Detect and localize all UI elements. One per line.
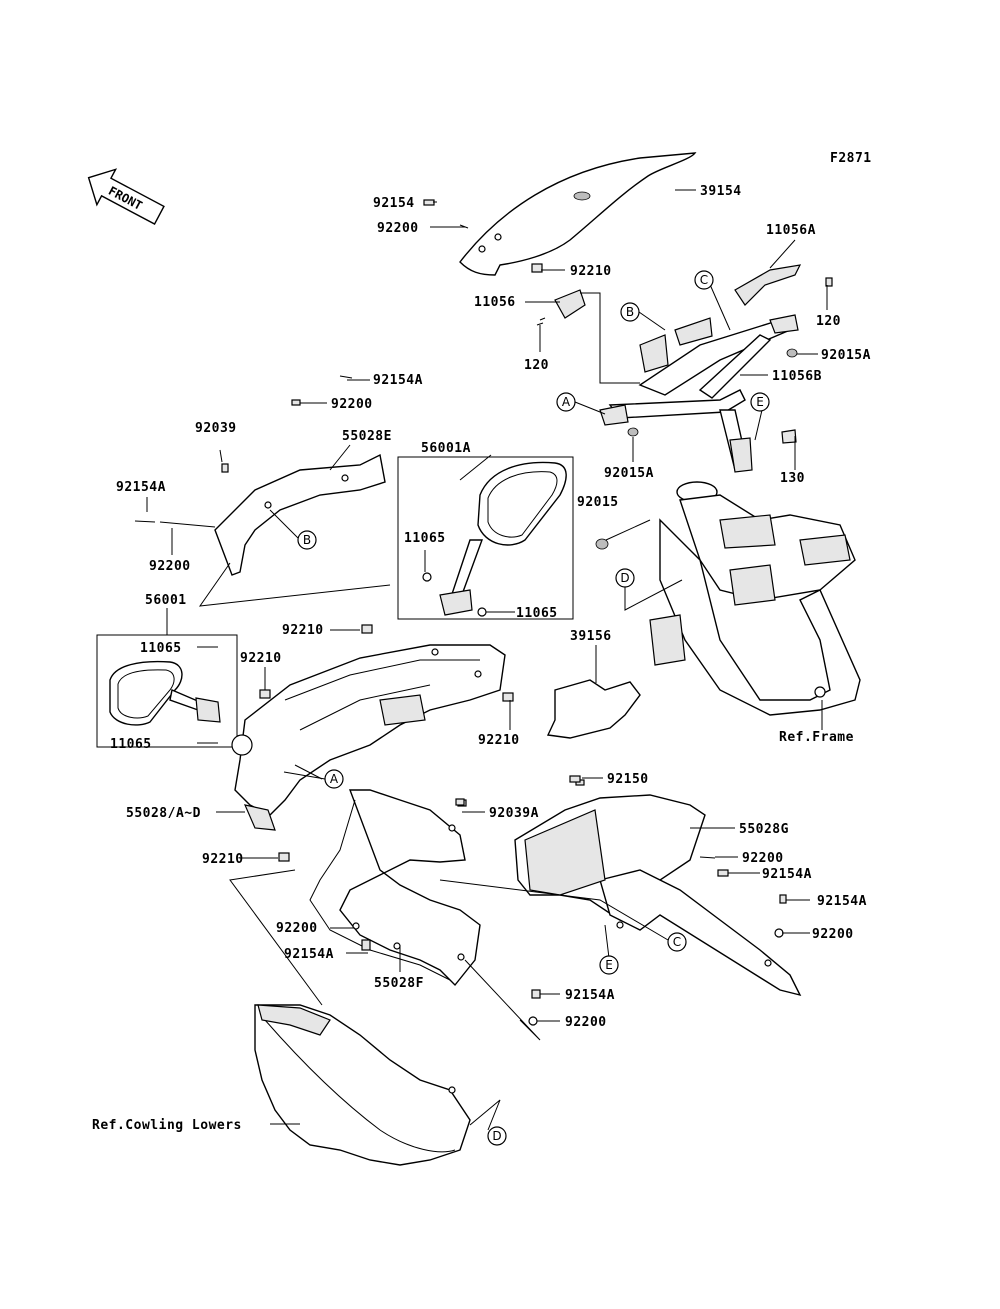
part-label: 92154A <box>762 867 812 882</box>
callout-c-low: C <box>667 932 687 952</box>
callout-a-mid: A <box>324 769 344 789</box>
part-label: 55028/A~D <box>126 806 201 821</box>
svg-text:C: C <box>700 273 708 287</box>
part-label: 55028F <box>374 976 424 991</box>
part-label: 92210 <box>240 651 282 666</box>
ref-cowling-lowers <box>254 1004 471 1166</box>
part-label: 92154A <box>116 480 166 495</box>
part-label: 55028G <box>739 822 789 837</box>
callout-c-top: C <box>694 270 714 290</box>
part-label: 92200 <box>812 927 854 942</box>
panel-55028e <box>134 375 386 576</box>
part-label: 92154A <box>565 988 615 1003</box>
svg-text:D: D <box>492 1129 501 1143</box>
part-label: 11065 <box>110 737 152 752</box>
part-label: 11065 <box>516 606 558 621</box>
svg-text:D: D <box>620 571 629 585</box>
mirror-56001a-box <box>397 456 574 620</box>
callout-d-mid: D <box>615 568 635 588</box>
part-label: 92150 <box>607 772 649 787</box>
upper-cowl-55028 <box>231 624 514 862</box>
ref-cowling-lowers-label: Ref.Cowling Lowers <box>92 1118 242 1133</box>
part-label: 92210 <box>570 264 612 279</box>
callout-e-top: E <box>750 392 770 412</box>
part-label: 92154A <box>373 373 423 388</box>
part-label: 120 <box>524 358 549 373</box>
part-label: 11065 <box>404 531 446 546</box>
svg-text:E: E <box>756 395 764 409</box>
part-label: 11056 <box>474 295 516 310</box>
ref-frame-label: Ref.Frame <box>779 730 854 745</box>
part-label: 11065 <box>140 641 182 656</box>
part-label: 130 <box>780 471 805 486</box>
part-label: 92210 <box>282 623 324 638</box>
ref-frame <box>649 481 861 716</box>
panel-55028g <box>514 779 802 997</box>
front-arrow-icon: FRONT <box>87 168 165 225</box>
part-label: 92200 <box>149 559 191 574</box>
part-label: 92210 <box>478 733 520 748</box>
part-label: 55028E <box>342 429 392 444</box>
leader-lines <box>146 189 828 1131</box>
mirror-56001a <box>422 461 567 617</box>
svg-text:A: A <box>562 395 571 409</box>
callout-b-mid: B <box>297 530 317 550</box>
svg-text:E: E <box>605 958 613 972</box>
callout-a-top: A <box>556 392 576 412</box>
part-label: 39156 <box>570 629 612 644</box>
svg-text:B: B <box>626 305 634 319</box>
part-label: 92200 <box>331 397 373 412</box>
svg-text:A: A <box>330 772 339 786</box>
part-label: 92200 <box>565 1015 607 1030</box>
part-label: 92015A <box>821 348 871 363</box>
callout-b-top: B <box>620 302 640 322</box>
part-label: 56001A <box>421 441 471 456</box>
part-label: 92200 <box>276 921 318 936</box>
callout-e-low: E <box>599 955 619 975</box>
part-label: 92154A <box>284 947 334 962</box>
plate-39156 <box>546 679 641 739</box>
windshield-39154 <box>459 152 697 276</box>
part-label: 92039A <box>489 806 539 821</box>
part-label: 56001 <box>145 593 187 608</box>
part-label: 92015A <box>604 466 654 481</box>
panel-55028f <box>309 789 481 987</box>
part-label: 39154 <box>700 184 742 199</box>
part-label: 11056A <box>766 223 816 238</box>
part-label: 92210 <box>202 852 244 867</box>
part-label: 92200 <box>742 851 784 866</box>
part-label: 92154 <box>373 196 415 211</box>
figure-code: F2871 <box>830 151 872 166</box>
stay-frame-11056b <box>599 264 802 473</box>
part-label: 92039 <box>195 421 237 436</box>
svg-text:B: B <box>303 533 311 547</box>
mirror-56001 <box>109 660 221 726</box>
bracket-11056 <box>531 263 586 326</box>
part-label: 92200 <box>377 221 419 236</box>
callout-d-low: D <box>487 1126 507 1146</box>
part-label: 11056B <box>772 369 822 384</box>
part-label: 92015 <box>577 495 619 510</box>
fasteners <box>221 199 833 1026</box>
svg-text:C: C <box>673 935 681 949</box>
part-label: 120 <box>816 314 841 329</box>
part-label: 92154A <box>817 894 867 909</box>
